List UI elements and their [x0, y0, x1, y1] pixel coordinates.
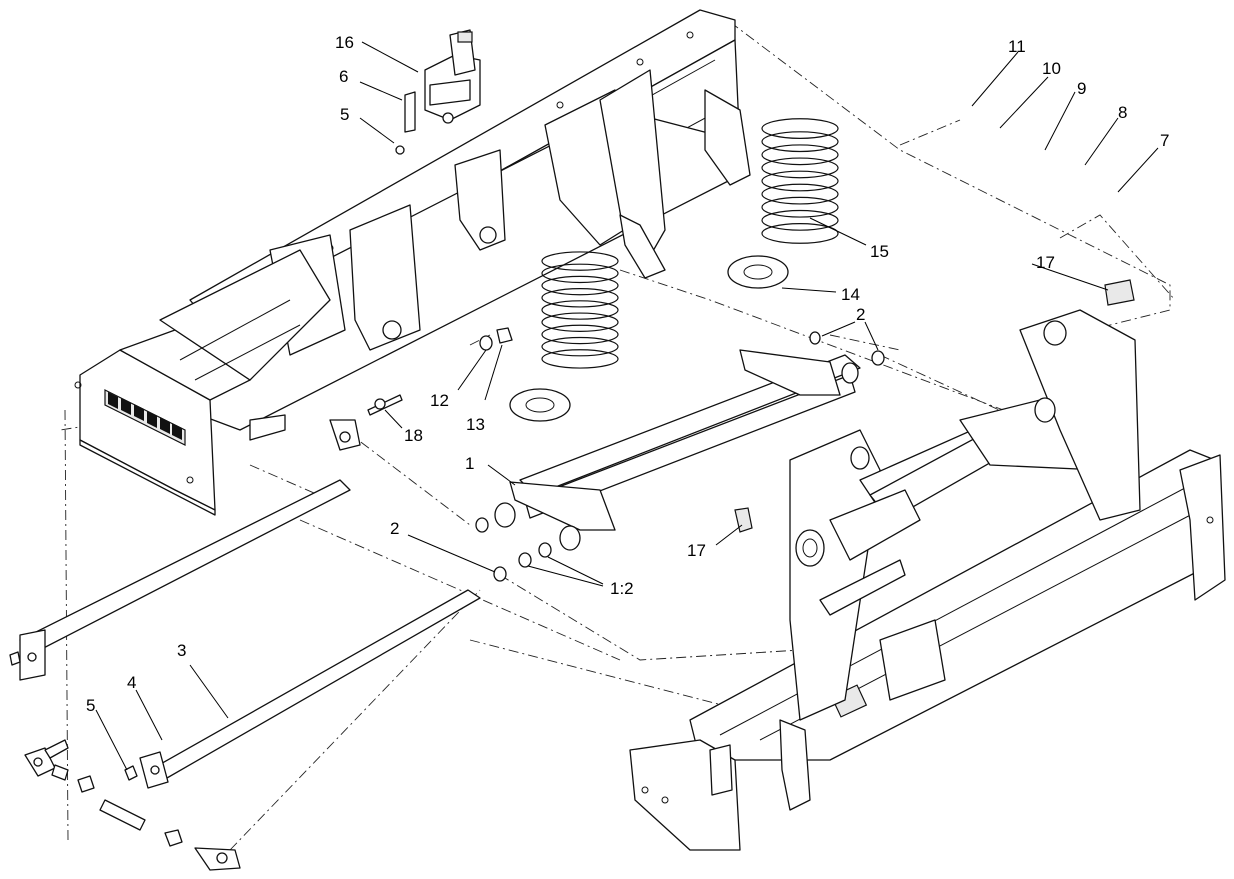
callout-11: 11: [1008, 37, 1026, 56]
callout-17-lower: 17: [687, 541, 706, 560]
spring-assembly-right: [727, 118, 839, 289]
callout-1-2: 1:2: [610, 579, 634, 598]
rod-item-3: [139, 589, 481, 789]
callout-labels: 16 6 5 11 10 9 8 7 15 14 17 2 12 13 18 1…: [86, 33, 1169, 715]
callout-3: 3: [177, 641, 186, 660]
callout-5-lower: 5: [86, 696, 95, 715]
pivot-arm-item-1: [475, 331, 885, 582]
callout-9: 9: [1077, 79, 1086, 98]
spring-coil: [761, 223, 839, 244]
valve-assembly-item-16: [395, 29, 481, 155]
callout-2-upper: 2: [856, 305, 865, 324]
callout-14: 14: [841, 285, 860, 304]
left-end-housing: [74, 249, 361, 516]
callout-1: 1: [465, 454, 474, 473]
lower-main-frame: [629, 279, 1226, 851]
spring-coil: [761, 118, 839, 139]
callout-8: 8: [1118, 103, 1127, 122]
spring-coil: [541, 349, 619, 369]
spring-coil: [541, 324, 619, 345]
spring-coil: [761, 183, 839, 205]
spring-coil: [541, 288, 619, 308]
spring-assembly-left: [509, 251, 619, 422]
spring-coil: [761, 131, 839, 153]
leader-lines: [95, 41, 1159, 771]
spring-coil: [541, 336, 619, 357]
safety-decal: [104, 389, 186, 446]
bolt-item-18: [367, 394, 403, 416]
callout-7: 7: [1160, 131, 1169, 150]
callout-10: 10: [1042, 59, 1061, 78]
callout-18: 18: [404, 426, 423, 445]
callout-12: 12: [430, 391, 449, 410]
callout-13: 13: [466, 415, 485, 434]
callout-15: 15: [870, 242, 889, 261]
callout-17-upper: 17: [1036, 253, 1055, 272]
callout-6: 6: [339, 67, 348, 86]
spring-coil: [761, 170, 839, 192]
callout-16: 16: [335, 33, 354, 52]
spring-coil: [761, 196, 839, 218]
spring-coil: [541, 300, 619, 320]
spring-coil: [541, 312, 619, 332]
spring-coil: [761, 144, 839, 166]
callout-5-upper: 5: [340, 105, 349, 124]
lock-nut: [124, 765, 138, 781]
pull-rod-upper: [9, 479, 351, 681]
callout-4: 4: [127, 673, 136, 692]
lower-turnbuckle-assembly: [24, 739, 241, 871]
washer-nut-12-13: [479, 327, 513, 351]
spring-coil: [541, 275, 619, 296]
spring-coil: [541, 251, 619, 271]
spring-coil: [761, 209, 839, 231]
spring-coil: [541, 263, 619, 284]
spring-coil: [761, 157, 839, 179]
callout-2-lower: 2: [390, 519, 399, 538]
